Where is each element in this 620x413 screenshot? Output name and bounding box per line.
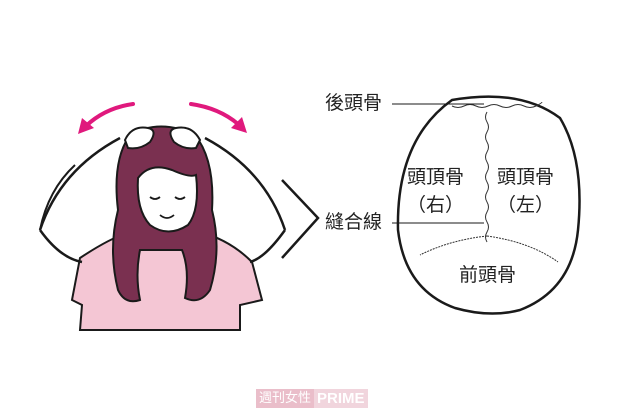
label-frontal: 前頭骨 [459,264,517,286]
label-parietal-left-side: （左） [497,194,555,216]
skull-diagram [392,95,581,315]
rotate-right-arrow-icon [189,102,240,126]
label-suture: 縫合線 [325,211,383,233]
label-parietal-right-side: （右） [407,194,465,216]
watermark: 週刊女性 PRIME [256,389,368,408]
watermark-jp: 週刊女性 [256,389,315,408]
label-parietal-right: 頭頂骨 [407,166,465,188]
label-occipital: 後頭骨 [325,92,383,114]
label-parietal-left: 頭頂骨 [497,166,555,188]
watermark-en: PRIME [314,389,368,408]
next-chevron-icon [281,179,320,259]
rotate-left-arrow-icon [84,102,135,128]
